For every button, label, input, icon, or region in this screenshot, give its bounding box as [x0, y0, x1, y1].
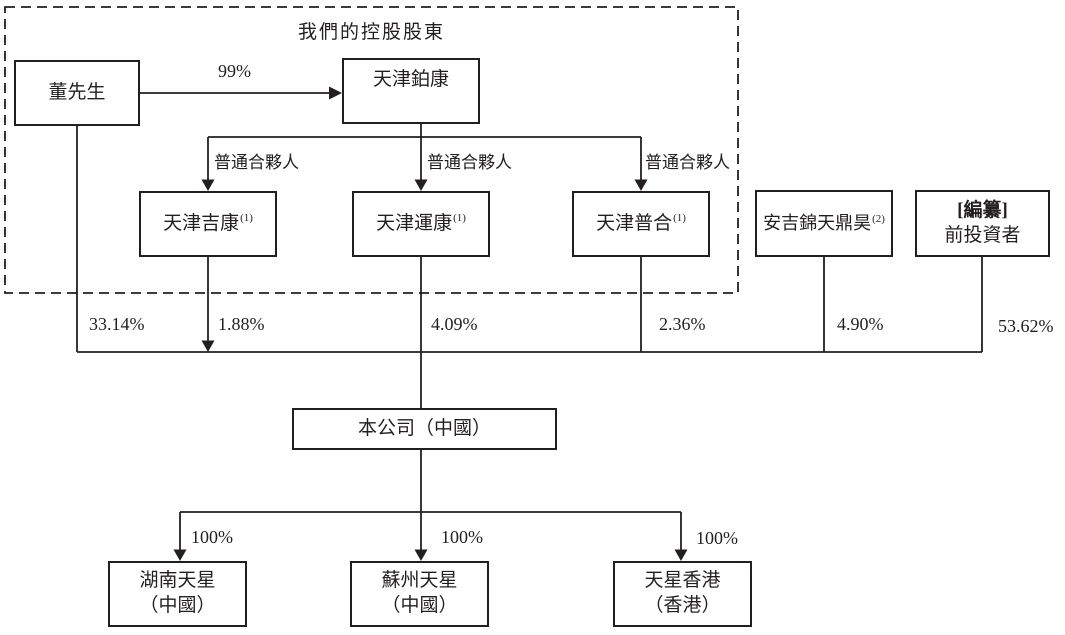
node-mr-dong: 董先生	[14, 60, 140, 126]
node-label-line2: （香港）	[644, 595, 721, 616]
node-tianjin-yunkang: 天津運康(1)	[352, 191, 490, 257]
edge-label-hunan-pct: 100%	[191, 527, 233, 547]
node-label: 天津普合(1)	[596, 212, 686, 234]
edge-label-puhe-pct: 2.36%	[659, 314, 706, 334]
node-label-line1: 湖南天星	[139, 570, 216, 592]
edge-label-pre-investors-pct: 53.62%	[998, 316, 1054, 336]
node-label: 天津鉑康	[372, 69, 449, 90]
node-label-line2: 前投資者	[944, 224, 1021, 246]
node-label: 本公司（中國）	[357, 417, 491, 439]
node-suzhou-tianxing: 蘇州天星 （中國）	[350, 561, 489, 627]
node-pre-investors: [編纂] 前投資者	[915, 190, 1050, 257]
node-label-line1: [編纂]	[957, 199, 1008, 221]
node-label: 安吉錦天鼎昊(2)	[763, 212, 885, 233]
node-tianxing-hongkong: 天星香港 （香港）	[613, 561, 752, 627]
controlling-shareholders-dashed-border	[4, 6, 739, 294]
edge-label-suzhou-pct: 100%	[441, 527, 483, 547]
arrowheads	[173, 86, 688, 561]
edge-label-hongkong-pct: 100%	[696, 528, 738, 548]
footnote-ref: (2)	[872, 212, 885, 225]
footnote-ref: (1)	[673, 212, 686, 225]
edge-label-dong-pct: 33.14%	[89, 314, 145, 334]
edge-label-yunkang-pct: 4.09%	[431, 314, 478, 334]
node-tianjin-jikang: 天津吉康(1)	[139, 191, 277, 257]
node-hunan-tianxing: 湖南天星 （中國）	[108, 561, 247, 627]
edge-label-dong-to-bokang-pct: 99%	[218, 61, 251, 81]
footnote-ref: (1)	[240, 212, 253, 225]
node-tianjin-puhe: 天津普合(1)	[572, 191, 710, 257]
node-label: 董先生	[48, 81, 106, 103]
node-label: 天津吉康(1)	[163, 212, 253, 234]
edge-label-anji-pct: 4.90%	[837, 314, 884, 334]
node-label-line2: （中國）	[139, 595, 216, 616]
node-label: 天津運康(1)	[376, 212, 466, 234]
controlling-shareholders-title: 我們的控股股東	[297, 22, 445, 43]
edge-label-general-partner-2: 普通合夥人	[427, 153, 512, 172]
node-label-line2: （中國）	[381, 595, 458, 616]
node-company: 本公司（中國）	[292, 408, 557, 450]
edge-label-general-partner-1: 普通合夥人	[214, 153, 299, 172]
node-anji-jintian-dinghao: 安吉錦天鼎昊(2)	[755, 190, 893, 257]
node-label-line1: 蘇州天星	[381, 570, 458, 592]
edge-label-general-partner-3: 普通合夥人	[645, 153, 730, 172]
footnote-ref: (1)	[453, 212, 466, 225]
edges	[76, 92, 983, 550]
node-label-line1: 天星香港	[644, 570, 721, 592]
node-tianjin-bokang: 天津鉑康	[342, 58, 480, 124]
edge-label-jikang-pct: 1.88%	[218, 314, 265, 334]
